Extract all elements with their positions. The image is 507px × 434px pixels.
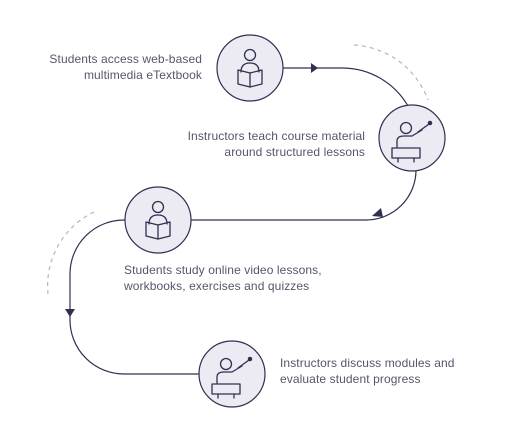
step-1-label: Students access web-based multimedia eTe… [49, 51, 202, 83]
step-1-label-line-2: multimedia eTextbook [83, 68, 202, 82]
instructor-teaching-icon [391, 120, 433, 163]
step-1-node [216, 34, 284, 102]
step-2-label-line-2: around structured lessons [224, 145, 365, 159]
student-reading-icon [145, 200, 171, 240]
step-3-label-line-1: Students study online video lessons, [124, 263, 322, 277]
dashed-arc-left [47, 211, 95, 295]
dashed-arc-top-right [353, 44, 429, 101]
step-4-label-line-1: Instructors discuss modules and [280, 356, 455, 370]
flow-connector-line [69, 67, 417, 375]
instructor-teaching-icon [211, 356, 253, 399]
step-3-label-line-2: workbooks, exercises and quizzes [124, 279, 310, 293]
arrowhead-right [311, 63, 318, 73]
step-1-label-line-1: Students access web-based [49, 52, 202, 66]
step-3-node [124, 186, 192, 254]
step-4-node [198, 340, 266, 408]
arrowhead-down-left [372, 208, 383, 217]
step-2-label-line-1: Instructors teach course material [187, 129, 365, 143]
step-2-label: Instructors teach course material around… [188, 128, 365, 160]
step-2-node [378, 104, 446, 172]
student-reading-icon [237, 48, 263, 88]
step-3-label: Students study online video lessons, wor… [124, 262, 322, 294]
arrowhead-down [65, 309, 75, 317]
step-4-label-line-2: evaluate student progress [280, 372, 421, 386]
step-4-label: Instructors discuss modules and evaluate… [280, 355, 455, 387]
